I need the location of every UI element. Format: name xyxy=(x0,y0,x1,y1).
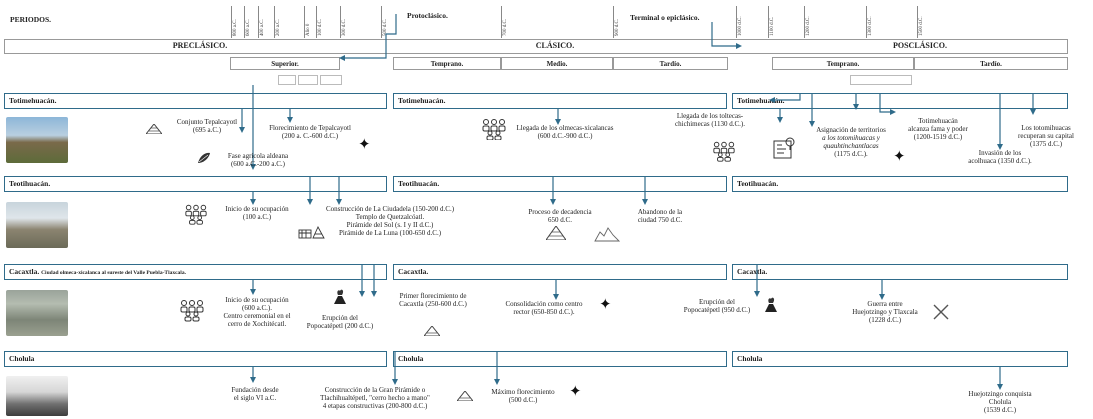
temprano-clasico-label: Temprano. xyxy=(430,60,464,68)
year-tick xyxy=(917,6,918,38)
terminal-label: Terminal o epiclásico. xyxy=(630,13,700,22)
section-cacaxtla-name: Cacaxtla. xyxy=(9,267,40,276)
protoclasico-label: Protoclásico. xyxy=(407,11,448,20)
section-cacaxtla-2: Cacaxtla. xyxy=(393,264,727,280)
year-tick xyxy=(231,6,232,38)
people-icon xyxy=(184,203,208,227)
temprano-clasico-box xyxy=(393,57,501,70)
ruins-icon xyxy=(594,226,621,244)
temprano-posclasico-box xyxy=(772,57,914,70)
year-tick xyxy=(613,6,614,38)
section-cacaxtla-detail: Ciudad olmeca-xicalanca al sureste del V… xyxy=(41,270,186,276)
year-tick xyxy=(381,6,382,38)
teotihuacan-photo xyxy=(6,202,68,248)
medio-box xyxy=(501,57,613,70)
star-icon: ✦ xyxy=(569,384,582,400)
pyramid-icon xyxy=(422,325,442,338)
tardio-posclasico-label: Tardío. xyxy=(980,60,1002,68)
ruins-icon xyxy=(298,224,326,242)
section-cholula-2: Cholula xyxy=(393,351,727,367)
people-icon xyxy=(712,140,736,164)
year-tick xyxy=(304,6,305,38)
tardio-clasico-box xyxy=(613,57,728,70)
section-cacaxtla: Cacaxtla. Ciudad olmeca-xicalanca al sur… xyxy=(4,264,387,280)
toti-event-5: Llegada de los toltecas-chichimecas (113… xyxy=(675,112,745,128)
year-tick xyxy=(866,6,867,38)
superior-box xyxy=(230,57,340,70)
section-cholula: Cholula xyxy=(4,351,387,367)
toti-event-3: Florecimiento de Tepalcayotl(200 a. C.-6… xyxy=(269,124,351,140)
medio-label: Medio. xyxy=(546,60,568,68)
year-tick xyxy=(340,6,341,38)
year-tick xyxy=(274,6,275,38)
teoti-event-2: Construcción de La Ciudadela (150-200 d.… xyxy=(325,205,455,237)
section-cholula-3: Cholula xyxy=(732,351,1068,367)
volcano-icon xyxy=(764,296,778,314)
section-totimehuacan: Totimehuacán. xyxy=(4,93,387,109)
year-tick xyxy=(804,6,805,38)
totimehuacan-photo xyxy=(6,117,68,163)
superior-label: Superior. xyxy=(271,60,299,68)
temprano-posclasico-label: Temprano. xyxy=(826,60,860,68)
cholula-event-3: Máximo florecimiento(500 d.C.) xyxy=(491,388,555,404)
star-icon: ✦ xyxy=(358,137,371,153)
periods-label: PERIODOS. xyxy=(10,15,52,24)
tardio-posclasico-box xyxy=(914,57,1068,70)
people-icon xyxy=(179,298,205,324)
year-tick xyxy=(316,6,317,38)
posclasico-label: POSCLÁSICO. xyxy=(892,41,947,50)
cacaxtla-photo xyxy=(6,290,68,336)
pyramid-icon xyxy=(545,225,567,242)
section-teotihuacan-2: Teotihuacán. xyxy=(393,176,727,192)
year-tick xyxy=(501,6,502,38)
section-totimehuacan-2: Totimehuacán. xyxy=(393,93,727,109)
cholula-photo xyxy=(6,376,68,416)
volcano-icon xyxy=(333,288,347,306)
pyramid-icon xyxy=(455,390,475,403)
star-icon: ✦ xyxy=(893,149,906,165)
year-tick xyxy=(244,6,245,38)
crossed-swords-icon xyxy=(932,303,950,323)
people-icon xyxy=(481,118,507,142)
section-totimehuacan-3: Totimehuacán. xyxy=(732,93,1068,109)
preclasico-label: PRECLÁSICO. xyxy=(172,41,228,50)
caca-event-1: Inicio de su ocupación(600 a.C.).Centro … xyxy=(223,296,291,328)
map-icon xyxy=(772,136,796,162)
toti-event-4: Llegada de los olmecas-xicalancas(600 d.… xyxy=(516,124,614,140)
tardio-clasico-label: Tardío. xyxy=(659,60,682,68)
year-tick xyxy=(736,6,737,38)
teoti-event-1: Inicio de su ocupación(100 a.C.) xyxy=(225,205,289,221)
year-tick xyxy=(768,6,769,38)
pyramid-icon xyxy=(144,123,164,136)
section-teotihuacan: Teotihuacán. xyxy=(4,176,387,192)
section-teotihuacan-3: Teotihuacán. xyxy=(732,176,1068,192)
period-bar xyxy=(4,39,1068,54)
clasico-label: CLÁSICO. xyxy=(535,41,575,50)
year-tick xyxy=(258,6,259,38)
leaf-icon xyxy=(197,152,211,166)
section-cacaxtla-3: Cacaxtla. xyxy=(732,264,1068,280)
toti-event-2: Fase agrícola aldeana(600 a.C.-200 a.C.) xyxy=(227,152,289,168)
toti-event-1: Conjunto Tepalcayotl(695 a.C.) xyxy=(176,118,238,134)
star-icon: ✦ xyxy=(599,297,612,313)
